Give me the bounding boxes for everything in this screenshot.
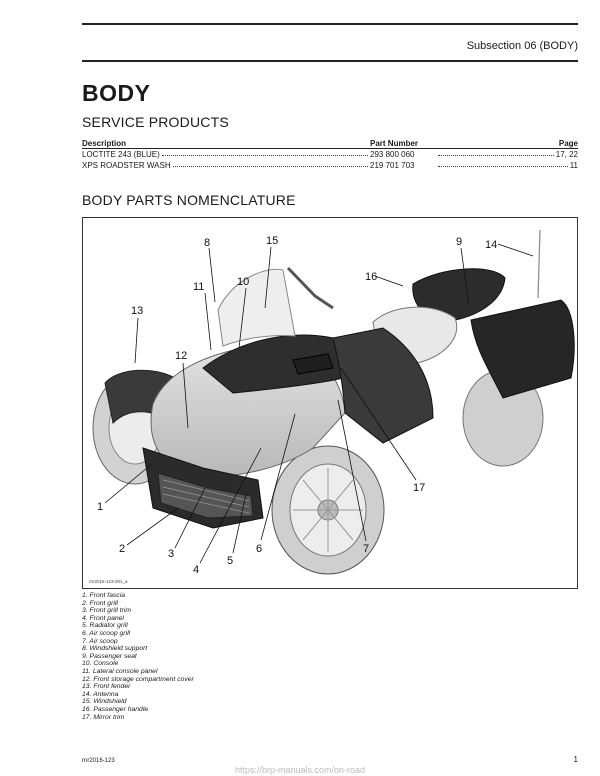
nomenclature-heading: BODY PARTS NOMENCLATURE	[82, 192, 296, 208]
column-header-description: Description	[82, 138, 127, 148]
product-page-ref: 11	[569, 161, 578, 170]
callout-15: 15	[266, 235, 278, 247]
callout-9: 9	[456, 236, 462, 248]
legend-item: 11. Lateral console panel	[82, 667, 158, 675]
page-number: 1	[573, 755, 578, 764]
service-products-heading: SERVICE PRODUCTS	[82, 114, 229, 130]
legend-item: 5. Radiator grill	[82, 622, 128, 630]
callout-14: 14	[485, 239, 497, 251]
legend-item: 14. Antenna	[82, 690, 119, 698]
callout-1: 1	[97, 501, 103, 513]
table-row: XPS ROADSTER WASH 219 701 703 11	[82, 160, 578, 171]
product-description: XPS ROADSTER WASH	[82, 161, 171, 170]
legend-item: 17. Mirror trim	[82, 713, 125, 721]
callout-4: 4	[193, 564, 199, 576]
legend-item: 4. Front panel	[82, 614, 124, 622]
legend-item: 15. Windshield	[82, 698, 127, 706]
product-part-number: 219 701 703	[370, 161, 415, 170]
watermark-url: https://brp-manuals.com/on-road	[234, 765, 366, 775]
legend-item: 1. Front fascia	[82, 592, 126, 599]
dot-leader	[161, 150, 368, 156]
mirror	[292, 353, 334, 375]
legend-item: 9. Passenger seat	[82, 652, 137, 660]
callout-3: 3	[168, 548, 174, 560]
body-parts-figure: 1 2 3 4 5 6 7 8 9 10 11 12 13 14 15 16 1…	[82, 217, 578, 589]
windshield-shape	[217, 268, 296, 347]
page-title: BODY	[82, 80, 151, 106]
callout-16: 16	[365, 271, 377, 283]
figure-code: rnr2016-123-001_a	[89, 579, 128, 584]
dot-leader	[438, 150, 554, 156]
legend-item: 10. Console	[82, 660, 119, 668]
callout-2: 2	[119, 543, 125, 555]
right-front-wheel	[271, 445, 385, 575]
dot-leader	[438, 161, 568, 167]
callout-12: 12	[175, 350, 187, 362]
side-panel	[332, 327, 434, 444]
legend-item: 8. Windshield support	[82, 645, 148, 653]
product-part-number: 293 800 060	[370, 150, 415, 159]
handlebar	[286, 266, 334, 310]
callout-11: 11	[193, 281, 204, 293]
callout-6: 6	[256, 543, 262, 555]
legend-item: 2. Front grill	[82, 599, 118, 607]
legend-item: 13. Front fender	[82, 683, 131, 691]
callout-5: 5	[227, 555, 233, 567]
top-rule	[82, 23, 578, 25]
legend-item: 7. Air scoop	[82, 637, 118, 645]
table-header-row: Description Part Number Page	[82, 138, 578, 149]
legend-item: 3. Front grill trim	[82, 607, 132, 615]
dot-leader	[172, 161, 368, 167]
callout-8: 8	[204, 237, 210, 249]
leader-lines	[104, 243, 534, 564]
saddlebag	[470, 299, 575, 399]
callout-13: 13	[131, 305, 143, 317]
legend-item: 6. Air scoop grill	[82, 629, 131, 637]
callout-7: 7	[363, 543, 369, 555]
product-page-ref: 17, 22	[555, 150, 578, 159]
figure-legend: 1. Front fascia 2. Front grill 3. Front …	[82, 592, 194, 721]
legend-item: 16. Passenger handle	[82, 705, 149, 713]
footer-doc-code: rnr2016-123	[82, 758, 115, 764]
service-products-table: Description Part Number Page LOCTITE 243…	[82, 138, 578, 171]
subsection-label: Subsection 06 (BODY)	[466, 40, 578, 52]
table-row: LOCTITE 243 (BLUE) 293 800 060 17, 22	[82, 149, 578, 160]
legend-item: 12. Front storage compartment cover	[82, 675, 194, 683]
column-header-part-number: Part Number	[370, 138, 419, 148]
antenna-shape	[537, 229, 541, 299]
callout-10: 10	[237, 276, 249, 288]
header-rule	[82, 60, 578, 62]
vehicle-illustration: 1 2 3 4 5 6 7 8 9 10 11 12 13 14 15 16 1…	[92, 229, 575, 576]
callout-17: 17	[413, 482, 425, 494]
column-header-page: Page	[558, 138, 578, 148]
product-description: LOCTITE 243 (BLUE)	[82, 150, 160, 159]
